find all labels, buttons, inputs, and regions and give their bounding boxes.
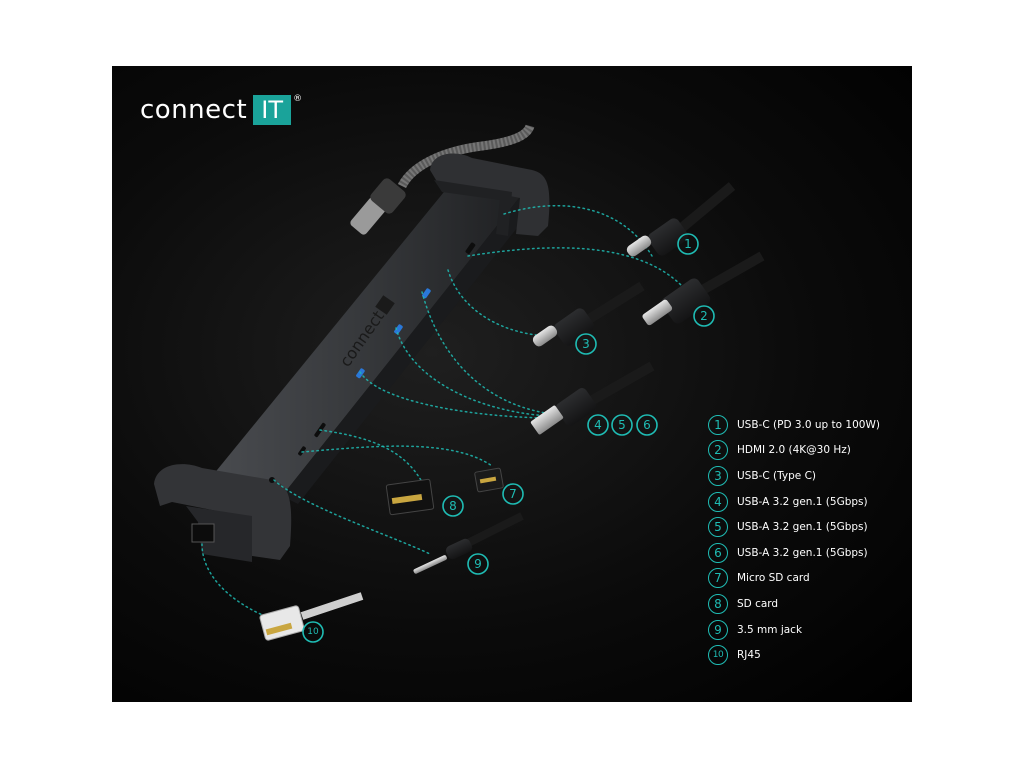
svg-text:8: 8	[449, 499, 457, 513]
audio-jack-plug	[413, 512, 524, 574]
callout-9: 9	[467, 553, 489, 575]
hdmi-plug	[642, 251, 765, 326]
legend-item: 5 USB-A 3.2 gen.1 (5Gbps)	[708, 514, 880, 540]
usb-c-cable	[350, 124, 535, 235]
legend-item: 3 USB-C (Type C)	[708, 463, 880, 489]
legend-item: 8 SD card	[708, 591, 880, 617]
callout-4: 4	[587, 414, 609, 436]
hub-illustration: connect	[154, 124, 765, 643]
usb-c-plug-1	[626, 182, 736, 257]
legend-label: SD card	[737, 597, 779, 610]
svg-text:4: 4	[594, 418, 602, 432]
callout-10: 10	[302, 621, 324, 643]
svg-text:9: 9	[474, 557, 482, 571]
svg-text:1: 1	[684, 237, 692, 251]
rj45-plug	[259, 592, 364, 641]
legend-item: 9 3.5 mm jack	[708, 617, 880, 643]
usb-c-plug-3	[532, 281, 645, 347]
legend-item: 4 USB-A 3.2 gen.1 (5Gbps)	[708, 489, 880, 515]
legend-label: 3.5 mm jack	[737, 623, 803, 636]
legend-label: USB-C (Type C)	[737, 469, 816, 482]
svg-text:3: 3	[582, 337, 590, 351]
callout-3: 3	[575, 333, 597, 355]
legend-label: HDMI 2.0 (4K@30 Hz)	[737, 444, 851, 457]
callout-2: 2	[693, 305, 715, 327]
sd-card	[385, 478, 435, 516]
brand-logo: connect IT ®	[140, 94, 302, 126]
svg-text:7: 7	[509, 487, 517, 501]
callout-6: 6	[636, 414, 658, 436]
legend-number: 5	[708, 517, 728, 538]
legend-label: RJ45	[737, 649, 761, 662]
legend-number: 9	[708, 619, 728, 640]
callout-5: 5	[611, 414, 633, 436]
legend-item: 6 USB-A 3.2 gen.1 (5Gbps)	[708, 540, 880, 566]
legend-number: 10	[708, 645, 728, 666]
micro-sd-card	[474, 467, 504, 493]
svg-text:5: 5	[618, 418, 626, 432]
product-image: connect IT ®	[112, 66, 912, 702]
legend-number: 3	[708, 465, 728, 486]
legend-item: 2 HDMI 2.0 (4K@30 Hz)	[708, 438, 880, 464]
svg-text:2: 2	[700, 309, 708, 323]
callout-7: 7	[502, 483, 524, 505]
legend-label: USB-A 3.2 gen.1 (5Gbps)	[737, 546, 868, 559]
legend-number: 4	[708, 491, 728, 512]
legend-number: 2	[708, 440, 728, 461]
legend-label: USB-C (PD 3.0 up to 100W)	[737, 418, 880, 431]
legend-item: 1 USB-C (PD 3.0 up to 100W)	[708, 412, 880, 438]
brand-wordmark: connect	[140, 95, 248, 125]
legend-label: USB-A 3.2 gen.1 (5Gbps)	[737, 521, 868, 534]
legend-item: 10 RJ45	[708, 642, 880, 668]
hub-body: connect	[154, 153, 550, 562]
connection-lines	[201, 204, 683, 623]
legend-number: 8	[708, 593, 728, 614]
brand-badge: IT	[253, 95, 292, 125]
legend-label: USB-A 3.2 gen.1 (5Gbps)	[737, 495, 868, 508]
legend-label: Micro SD card	[737, 572, 810, 585]
port-legend: 1 USB-C (PD 3.0 up to 100W) 2 HDMI 2.0 (4K…	[708, 412, 880, 668]
callout-8: 8	[442, 495, 464, 517]
svg-text:6: 6	[643, 418, 651, 432]
legend-number: 6	[708, 542, 728, 563]
legend-item: 7 Micro SD card	[708, 566, 880, 592]
callout-1: 1	[677, 233, 699, 255]
svg-text:10: 10	[307, 627, 319, 637]
brand-registered-mark: ®	[293, 94, 303, 104]
legend-number: 7	[708, 568, 728, 589]
legend-number: 1	[708, 414, 728, 435]
usb-a-plug	[530, 361, 655, 435]
